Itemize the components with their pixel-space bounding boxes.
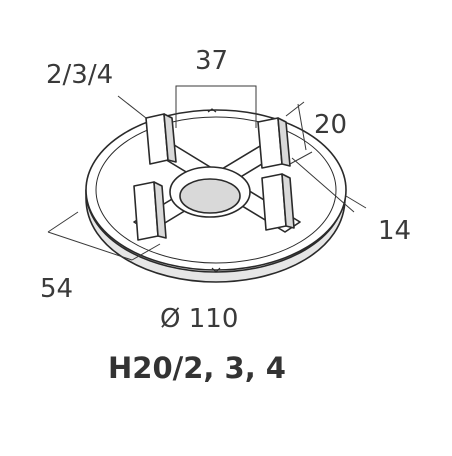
tab-front-left [133, 181, 167, 241]
tab-back-right [257, 117, 291, 169]
dim-line-20 [285, 101, 313, 165]
dim-line-54 [47, 211, 161, 261]
label-tab-spacing: 37 [195, 46, 229, 76]
dim-line-37 [175, 85, 257, 128]
center-hub-hole [179, 178, 241, 214]
dim-line-2-3-4 [117, 95, 147, 119]
tab-front-right [261, 173, 295, 231]
label-tab-height: 20 [314, 110, 348, 140]
label-depth: 54 [40, 274, 74, 304]
dim-line-14 [291, 157, 367, 213]
base-inner-ring [95, 116, 337, 264]
tab-back-left [145, 113, 177, 165]
rim-notch-back [207, 108, 217, 113]
label-thickness-options: 2/3/4 [46, 60, 114, 90]
label-diameter: Ø 110 [160, 304, 239, 334]
rim-notch-front [211, 267, 221, 273]
product-title: H20/2, 3, 4 [108, 351, 286, 385]
label-rim-offset: 14 [378, 216, 412, 246]
